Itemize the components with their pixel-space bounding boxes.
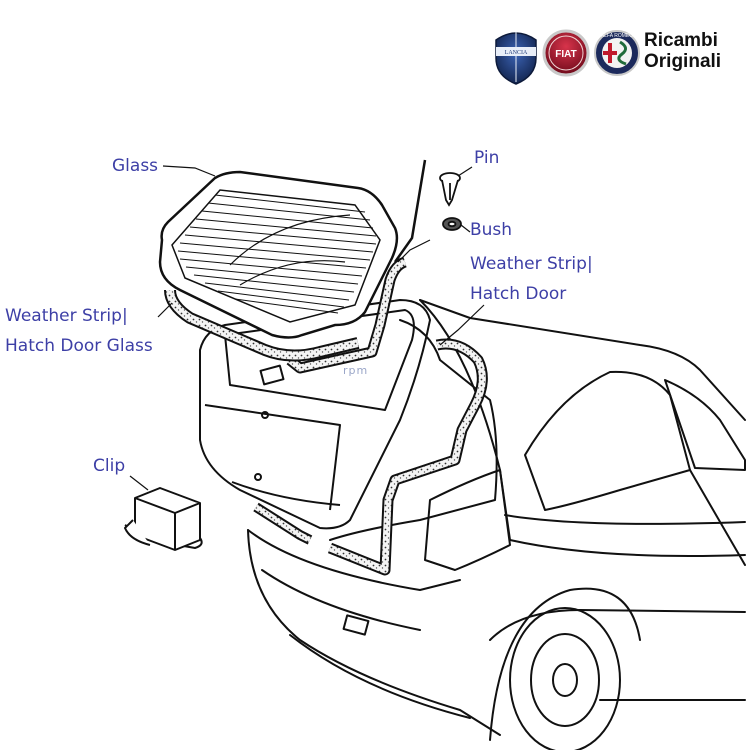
- label-weather-strip-glass-2: Hatch Door Glass: [5, 336, 153, 356]
- tail-light: [424, 469, 511, 571]
- hatch-glass: [158, 170, 399, 339]
- brand-line-2: Originali: [644, 51, 722, 72]
- door-line: [689, 469, 746, 566]
- side-crease: [509, 539, 746, 557]
- bush-leader: [460, 224, 471, 233]
- glass-outline: [158, 170, 399, 339]
- weather-strip-glass-leader: [157, 302, 173, 318]
- leader-lines: [129, 165, 485, 491]
- glass-reflection-arcs: [229, 214, 351, 286]
- brand-line-1: Ricambi: [644, 30, 718, 51]
- hatch-door-outline: [199, 299, 431, 530]
- pin-part: [439, 172, 461, 207]
- bumper-top: [247, 529, 461, 591]
- label-pin: Pin: [474, 148, 500, 168]
- clip-part: [124, 487, 203, 551]
- rear-rim: [530, 633, 600, 727]
- glass-leader: [162, 165, 216, 177]
- label-bush: Bush: [470, 220, 513, 240]
- hatch-lock-lower: [254, 473, 262, 481]
- label-weather-strip-door-2: Hatch Door: [470, 284, 567, 304]
- lancia-logo: [495, 32, 537, 85]
- hatch-inner-panel: [204, 404, 341, 511]
- hatch-door: [199, 299, 431, 530]
- hatch-window-frame: [224, 309, 415, 411]
- gas-strut: [393, 159, 427, 263]
- rear-hub: [552, 663, 578, 697]
- label-clip: Clip: [93, 456, 126, 476]
- clip-leader: [129, 475, 149, 491]
- side-window-front: [664, 379, 746, 471]
- side-window-rear: [524, 370, 691, 511]
- glass-defroster-lines: [177, 194, 377, 314]
- alfa-logo-text: ALFA ROMEO: [601, 33, 633, 39]
- fiat-logo: [542, 29, 590, 77]
- bumper-mid: [261, 569, 421, 631]
- car-body: [247, 299, 746, 753]
- lancia-logo-text: LANCIA: [505, 50, 528, 56]
- weather-strip-hatch-door-glass: [164, 289, 360, 362]
- rear-opening: [329, 319, 498, 541]
- label-weather-strip-door-1: Weather Strip|: [470, 254, 593, 274]
- label-weather-strip-glass-1: Weather Strip|: [5, 306, 128, 326]
- label-glass: Glass: [112, 156, 159, 176]
- bush-part: [442, 217, 462, 231]
- window-belt: [504, 514, 746, 525]
- alfa-romeo-logo: [594, 30, 640, 76]
- weather-strip-door-leader: [397, 239, 431, 263]
- hatch-bottom-edge: [231, 481, 341, 506]
- hatch-lock-upper: [261, 411, 269, 419]
- weather-strip-door-leader-2: [439, 304, 485, 346]
- hatch-handle: [259, 364, 285, 386]
- weather-strip-hatch-door: [253, 256, 488, 576]
- car-roof-line: [419, 299, 746, 421]
- rear-tyre: [509, 607, 621, 753]
- fiat-logo-text: FIAT: [555, 49, 576, 60]
- glass-inner-edge: [171, 189, 381, 323]
- wheel-arch: [489, 587, 641, 741]
- watermark: rpm: [343, 364, 369, 377]
- pin-leader: [457, 166, 473, 177]
- brand-text: Ricambi Originali: [644, 30, 721, 72]
- bumper-bottom: [289, 634, 471, 719]
- plate-light: [342, 614, 370, 636]
- rear-bumper: [247, 529, 501, 736]
